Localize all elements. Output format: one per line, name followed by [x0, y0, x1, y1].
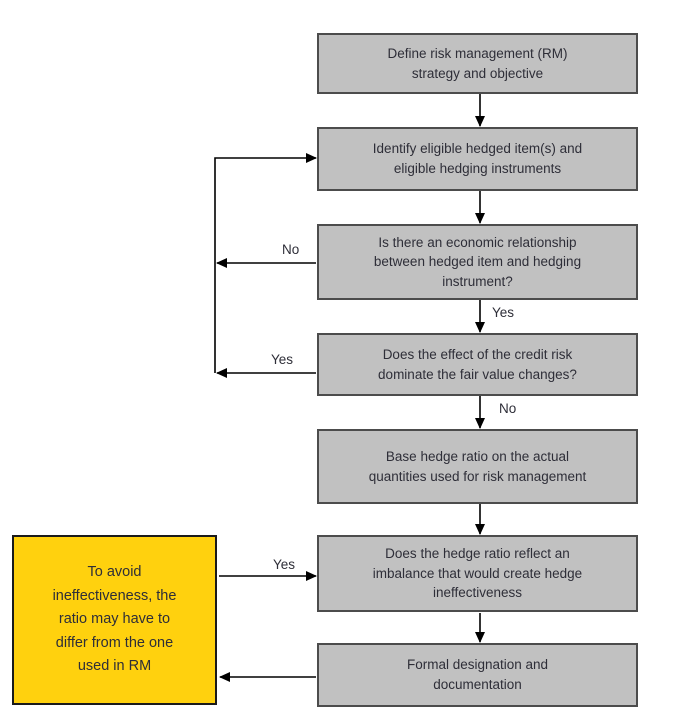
node-identify-hedged-items: Identify eligible hedged item(s) and eli…: [317, 127, 638, 191]
edge-label-economic-yes: Yes: [492, 305, 515, 320]
node-avoid-ineffectiveness-note: To avoid ineffectiveness, the ratio may …: [12, 535, 217, 705]
edge-label-imbalance-yes: Yes: [273, 557, 296, 572]
node-imbalance-question: Does the hedge ratio reflect an imbalanc…: [317, 535, 638, 612]
node-credit-risk-question: Does the effect of the credit risk domin…: [317, 333, 638, 396]
edge-label-credit-yes: Yes: [271, 352, 294, 367]
node-define-rm-strategy: Define risk management (RM) strategy and…: [317, 33, 638, 94]
loop-return-to-identify: [214, 153, 317, 373]
node-base-hedge-ratio: Base hedge ratio on the actual quantitie…: [317, 429, 638, 504]
edge-label-economic-no: No: [282, 242, 300, 257]
node-economic-relationship-question: Is there an economic relationship betwee…: [317, 224, 638, 300]
edge-label-credit-no: No: [499, 401, 517, 416]
node-formal-designation: Formal designation and documentation: [317, 643, 638, 707]
